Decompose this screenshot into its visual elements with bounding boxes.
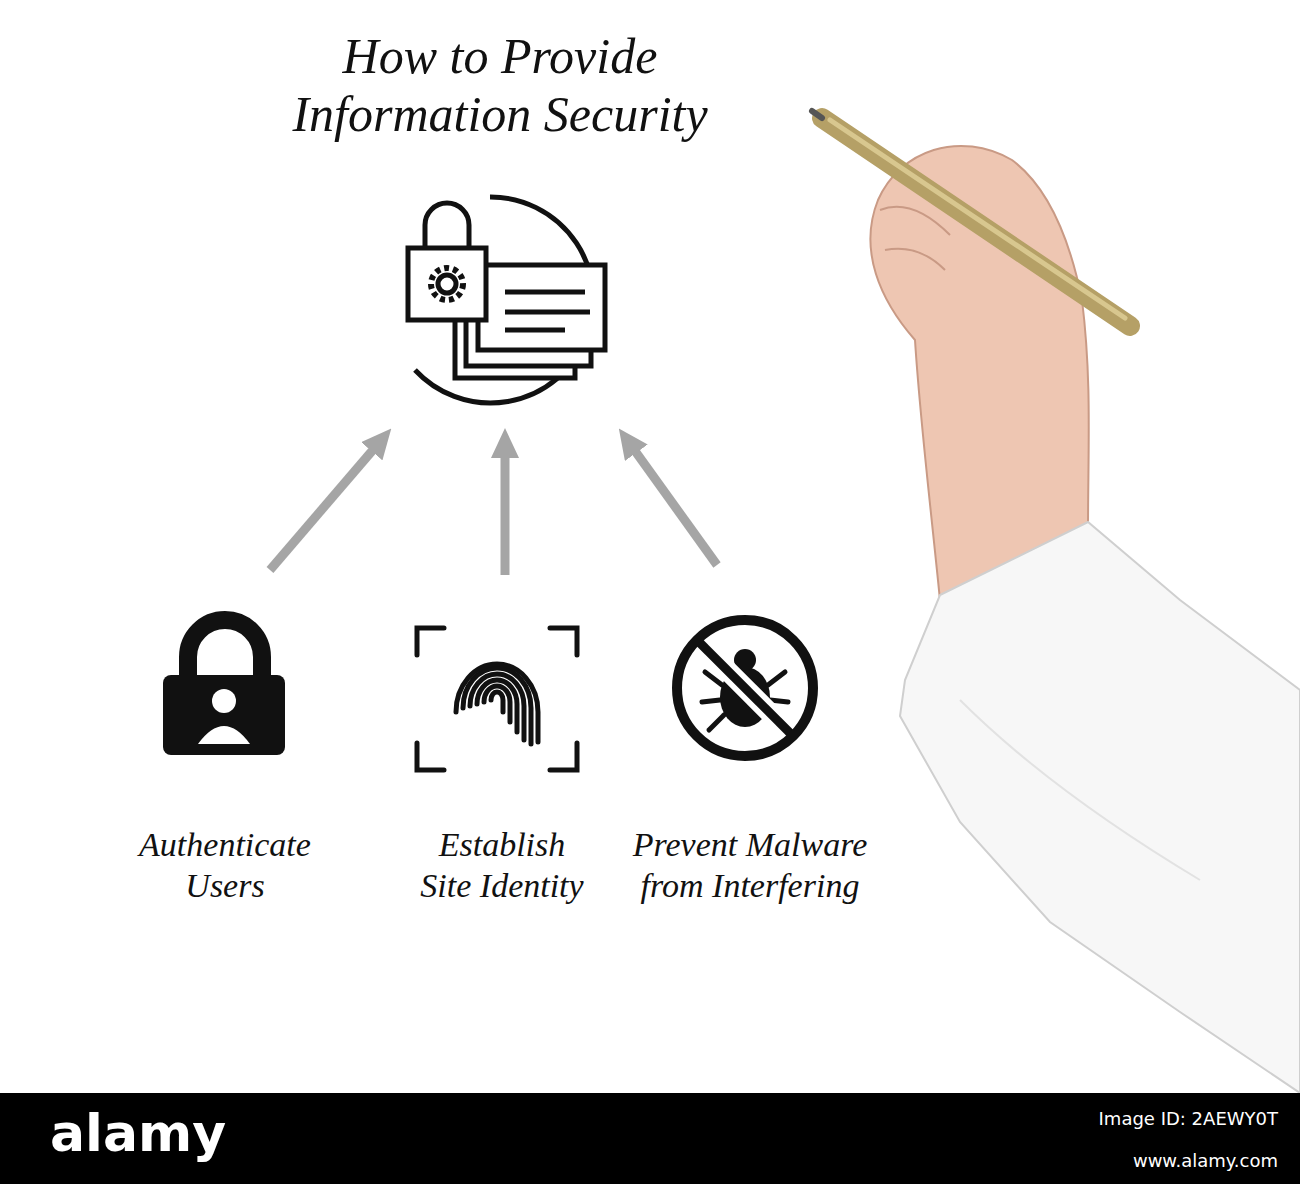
fingerprint-ridge — [470, 674, 524, 740]
security-icon — [408, 197, 605, 403]
fingerprint-icon — [417, 628, 577, 770]
card-front — [478, 265, 605, 350]
lock-shackle — [425, 203, 469, 250]
card-line — [505, 328, 565, 333]
gear-teeth — [431, 268, 463, 300]
lock-body — [163, 675, 285, 755]
method-item: Prevent Malware from Interfering — [595, 615, 905, 915]
person-body — [198, 726, 250, 744]
scan-corner — [417, 743, 444, 770]
watermark-bar — [0, 1093, 1300, 1184]
finger-line — [880, 207, 950, 235]
pen-barrel — [822, 118, 1130, 326]
method-item: Establish Site Identity — [382, 615, 622, 915]
central-goal: How to Provide Information Security — [220, 28, 780, 410]
person-head — [212, 689, 236, 713]
method-item: Authenticate Users — [105, 615, 345, 915]
method-label: Prevent Malware from Interfering — [600, 825, 900, 907]
fingerprint-ridge — [463, 668, 531, 744]
lock-body — [408, 248, 486, 320]
prohibition-ring — [677, 620, 813, 756]
watermark-text: Image ID: 2AEWY0T — [1099, 1108, 1278, 1129]
sleeve-fold — [960, 700, 1200, 880]
watermark-text: www.alamy.com — [1133, 1150, 1278, 1171]
scan-corner — [550, 743, 577, 770]
arrow-connector — [501, 456, 510, 575]
finger-line — [885, 249, 945, 270]
diagram-title: How to Provide Information Security — [250, 28, 750, 143]
card-line — [505, 290, 585, 295]
no-malware-icon — [677, 620, 813, 756]
scan-corner — [417, 628, 444, 655]
pen-highlight — [830, 120, 1125, 318]
sleeve — [900, 522, 1300, 1093]
fingerprint-ridge — [484, 686, 510, 722]
method-label: Authenticate Users — [110, 825, 340, 907]
user-lock-icon — [163, 620, 285, 755]
slash-gap — [697, 640, 793, 736]
watermark-text: alamy — [50, 1103, 226, 1163]
fingerprint-ridge — [456, 664, 538, 742]
prohibition-slash — [697, 640, 793, 736]
lock-shackle — [188, 620, 262, 680]
arrow-connector — [270, 450, 373, 570]
fingerprint-ridge — [491, 692, 503, 712]
fingerprint-ridge — [477, 680, 517, 732]
hand-with-pen — [812, 111, 1300, 1093]
method-label: Establish Site Identity — [387, 825, 617, 907]
arrow-connector — [635, 451, 717, 565]
scan-corner — [550, 628, 577, 655]
pen-tip — [812, 111, 822, 118]
gear-hub — [438, 275, 456, 293]
card-line — [505, 310, 590, 315]
